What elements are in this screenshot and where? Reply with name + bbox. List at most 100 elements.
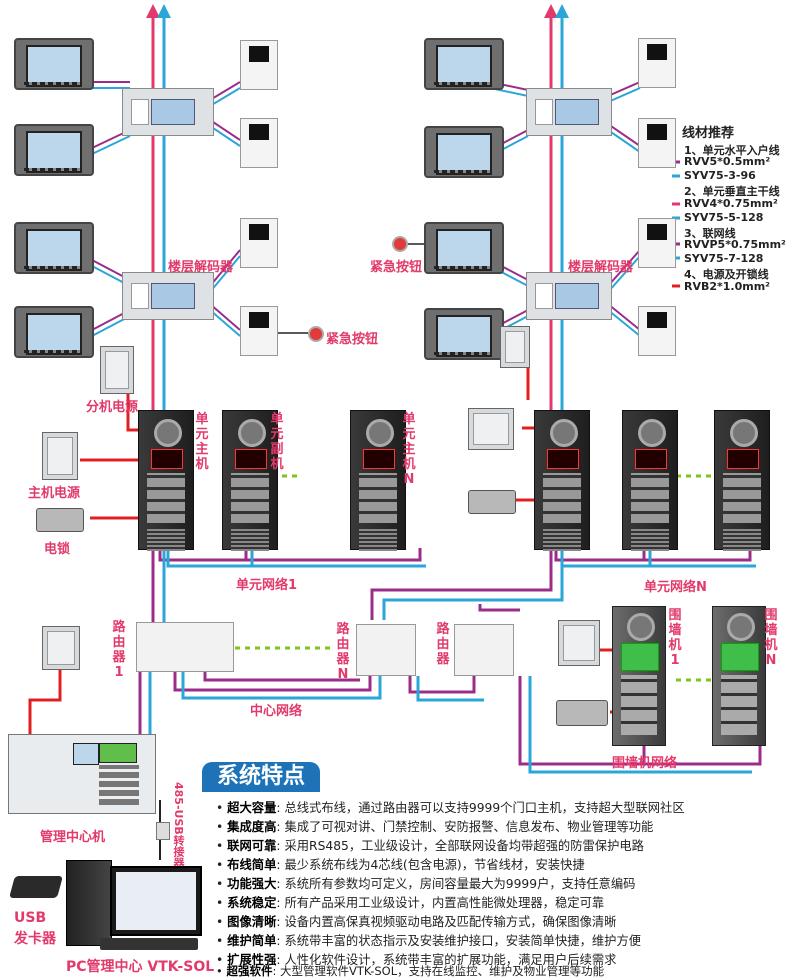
fence-unit-n xyxy=(712,606,766,746)
feature-row: • 布线简单: 最少系统布线为4芯线(包含电源)，节省线材，安装快捷 xyxy=(216,858,585,872)
feature-row: • 扩展性强: 人性化软件设计，系统带丰富的扩展功能，满足用户后续需求 xyxy=(216,953,617,967)
feature-key: 超强软件 xyxy=(226,964,273,978)
usb-converter-icon xyxy=(156,822,170,840)
usb-card-reader-icon xyxy=(9,876,63,898)
feature-text: 采用RS485，工业级设计，全部联网设备均带超强的防雷保护电路 xyxy=(284,839,644,853)
emergency-button-icon xyxy=(392,236,408,252)
legend-item: 4、电源及开锁线 xyxy=(684,268,769,281)
electric-lock-icon xyxy=(556,700,608,726)
indoor-phone xyxy=(240,306,278,356)
features-title: 系统特点 xyxy=(202,762,320,792)
legend-title: 线材推荐 xyxy=(682,126,735,141)
electric-lock-icon xyxy=(468,490,516,514)
feature-text: 系统带丰富的状态指示及安装维护接口，安装简单快捷，维护方便 xyxy=(284,934,642,948)
feature-key: 系统稳定 xyxy=(227,896,277,910)
legend-item: RVV5*0.5mm² xyxy=(684,155,771,168)
pc-monitor xyxy=(110,866,202,936)
host-power-label: 主机电源 xyxy=(28,486,81,501)
indoor-phone xyxy=(638,306,676,356)
feature-key: 超大容量 xyxy=(227,801,277,815)
router-n-label: 路由器N xyxy=(336,622,350,682)
emergency-button-label: 紧急按钮 xyxy=(326,332,379,347)
unit-host-n-panel xyxy=(350,410,406,551)
feature-text: 设备内置高保真视频驱动电路及匹配传输方式，确保图像清晰 xyxy=(284,915,617,929)
floor-decoder-label: 楼层解码器 xyxy=(168,260,234,275)
feature-row: • 超强软件: 大型管理软件VTK-SOL，支持在线监控、维护及物业管理等功能 xyxy=(216,964,605,978)
feature-row: • 图像清晰: 设备内置高保真视频驱动电路及匹配传输方式，确保图像清晰 xyxy=(216,915,617,929)
indoor-monitor xyxy=(14,222,94,274)
electric-lock-label: 电锁 xyxy=(44,542,71,557)
floor-decoder xyxy=(526,272,612,320)
indoor-monitor xyxy=(424,38,504,90)
management-center-unit xyxy=(8,734,156,814)
router-label: 路由器 xyxy=(436,622,450,667)
extension-power-supply xyxy=(100,346,134,394)
management-center-label: 管理中心机 xyxy=(40,830,106,845)
legend-item: 1、单元水平入户线 xyxy=(684,144,780,157)
indoor-phone xyxy=(240,118,278,168)
router-1-label: 路由器1 xyxy=(112,620,126,680)
left-floor-links xyxy=(91,81,308,337)
legend-item: RVVP5*0.75mm² xyxy=(684,238,786,251)
indoor-phone xyxy=(638,118,676,168)
unit-network-n-label: 单元网络N xyxy=(644,580,707,595)
legend-item: SYV75-3-96 xyxy=(684,169,756,182)
legend-item: 3、联网线 xyxy=(684,227,736,240)
router-n xyxy=(356,624,416,676)
feature-text: 所有产品采用工业级设计，内置高性能微处理器，稳定可靠 xyxy=(284,896,605,910)
fence-unit-1 xyxy=(612,606,666,746)
unit-network-1-label: 单元网络1 xyxy=(236,578,298,593)
feature-key: 布线简单 xyxy=(227,858,277,872)
indoor-monitor xyxy=(424,222,504,274)
indoor-phone xyxy=(240,40,278,90)
feature-key: 集成度高 xyxy=(227,820,277,834)
feature-key: 功能强大 xyxy=(227,877,277,891)
feature-row: • 系统稳定: 所有产品采用工业级设计，内置高性能微处理器，稳定可靠 xyxy=(216,896,605,910)
emergency-button-icon xyxy=(308,326,324,342)
feature-row: • 超大容量: 总线式布线，通过路由器可以支持9999个门口主机，支持超大型联网… xyxy=(216,801,685,815)
indoor-monitor xyxy=(14,306,94,358)
feature-key: 维护简单 xyxy=(227,934,277,948)
fence-network-label: 围墙机网络 xyxy=(612,756,678,771)
power-supply xyxy=(500,326,530,368)
feature-text: 系统所有参数均可定义，房间容量最大为9999户，支持任意编码 xyxy=(284,877,636,891)
unit-sub-label: 单元副机 xyxy=(270,412,284,472)
usb-card-reader-label-1: USB xyxy=(14,910,47,926)
feature-row: • 集成度高: 集成了可视对讲、门禁控制、安防报警、信息发布、物业管理等功能 xyxy=(216,820,654,834)
indoor-phone xyxy=(240,218,278,268)
power-supply xyxy=(42,626,80,670)
electric-lock-icon xyxy=(36,508,84,532)
legend-item: 2、单元垂直主干线 xyxy=(684,185,780,198)
pc-keyboard xyxy=(100,938,198,950)
power-supply xyxy=(558,620,600,666)
feature-text: 总线式布线，通过路由器可以支持9999个门口主机，支持超大型联网社区 xyxy=(284,801,685,815)
usb-converter-label: 485-USB转接器 xyxy=(172,782,185,868)
feature-row: • 维护简单: 系统带丰富的状态指示及安装维护接口，安装简单快捷，维护方便 xyxy=(216,934,642,948)
indoor-phone xyxy=(638,38,676,88)
unit-network-1-links xyxy=(158,474,426,568)
emergency-button-label: 紧急按钮 xyxy=(370,260,423,275)
feature-key: 扩展性强 xyxy=(227,953,277,967)
fence-network-links xyxy=(518,676,762,774)
power-supply xyxy=(468,408,514,450)
indoor-monitor xyxy=(424,126,504,178)
unit-sub-panel xyxy=(222,410,278,551)
indoor-phone xyxy=(638,218,676,268)
unit-host-label: 单元主机 xyxy=(195,412,209,472)
usb-card-reader-label-2: 发卡器 xyxy=(14,931,56,947)
legend-item: SYV75-7-128 xyxy=(684,252,764,265)
legend-item: SYV75-5-128 xyxy=(684,211,764,224)
legend-item: RVV4*0.75mm² xyxy=(684,197,778,210)
unit-host-n-label: 单元主机N xyxy=(402,412,416,487)
feature-text: 人性化软件设计，系统带丰富的扩展功能，满足用户后续需求 xyxy=(284,953,617,967)
feature-text: 集成了可视对讲、门禁控制、安防报警、信息发布、物业管理等功能 xyxy=(284,820,654,834)
floor-decoder-label: 楼层解码器 xyxy=(568,260,634,275)
feature-text: 大型管理软件VTK-SOL，支持在线监控、维护及物业管理等功能 xyxy=(279,964,605,978)
fence-unit-n-label: 围墙机N xyxy=(764,608,778,668)
floor-decoder xyxy=(122,272,214,320)
unit-host-panel xyxy=(622,410,678,551)
floor-decoder xyxy=(122,88,214,136)
feature-key: 图像清晰 xyxy=(227,915,277,929)
router-1 xyxy=(136,622,234,672)
unit-host-panel xyxy=(714,410,770,551)
